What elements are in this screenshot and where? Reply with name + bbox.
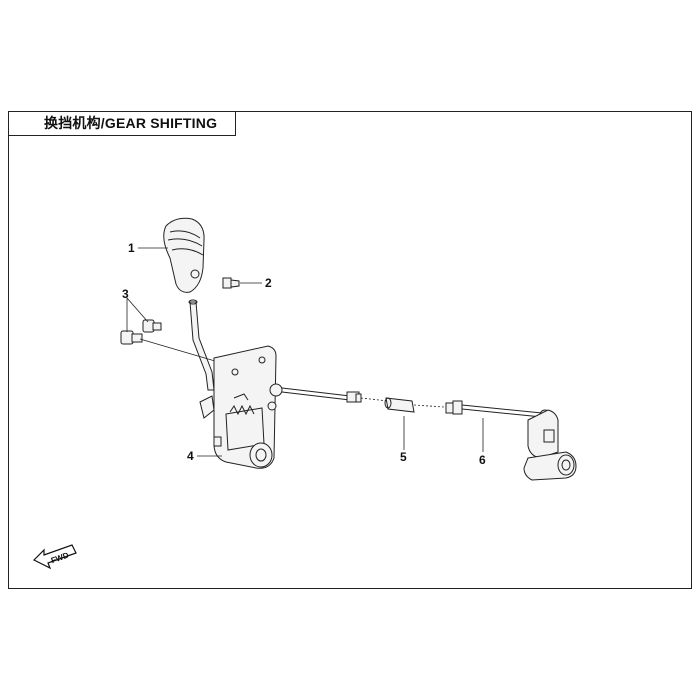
leader-3	[126, 297, 149, 332]
callout-3: 3	[122, 287, 129, 301]
shifter-bracket	[199, 345, 283, 469]
diagram-title: 换挡机构/GEAR SHIFTING	[44, 115, 218, 131]
fwd-arrow-icon: FWD	[32, 544, 77, 570]
rod-connector-sleeve	[384, 397, 415, 413]
link-rod-front	[281, 387, 362, 403]
drawing-frame	[8, 111, 692, 589]
callout-1: 1	[128, 241, 135, 255]
gear-selector-arm	[523, 409, 577, 481]
shift-knob	[163, 217, 205, 293]
shift-lever-rod	[188, 299, 215, 391]
knob-screw	[222, 277, 240, 289]
callout-5: 5	[400, 450, 407, 464]
callout-6: 6	[479, 453, 486, 467]
callout-2: 2	[265, 276, 272, 290]
title-box	[8, 111, 236, 136]
pivot-bolts	[120, 319, 162, 345]
callout-4: 4	[187, 449, 194, 463]
